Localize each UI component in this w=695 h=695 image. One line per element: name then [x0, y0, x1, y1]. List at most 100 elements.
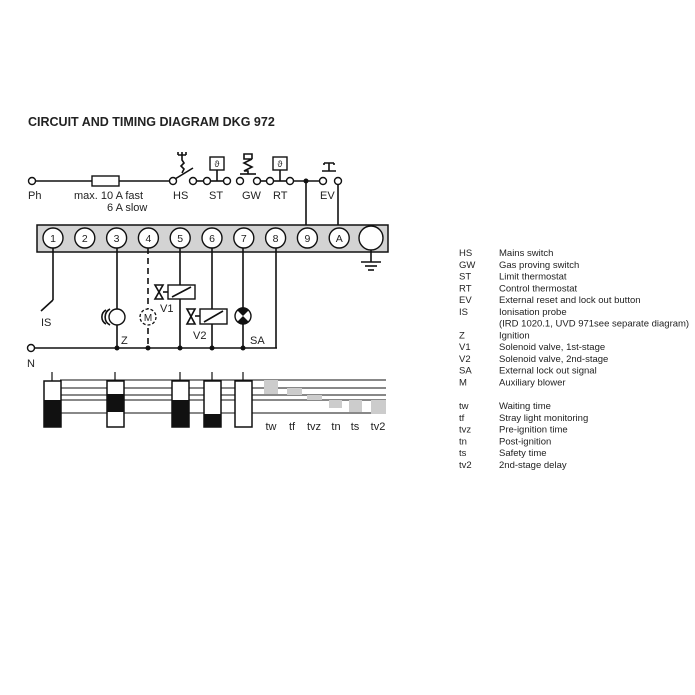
terminal-5: 5: [169, 227, 191, 249]
terminal-8: 8: [264, 227, 287, 249]
legend-desc: Auxiliary blower: [499, 377, 566, 388]
timing-label-tn: tn: [331, 421, 340, 433]
terminal-label: 8: [273, 233, 279, 245]
legend-abbr: RT: [459, 283, 472, 294]
legend-abbr: GW: [459, 260, 475, 271]
terminal-label: 2: [82, 233, 88, 245]
label-rt: RT: [273, 190, 288, 202]
legend-desc: External reset and lock out button: [499, 295, 641, 306]
label-v1: V1: [160, 303, 173, 315]
legend-abbr: ST: [459, 272, 471, 283]
legend-abbr: tvz: [459, 425, 471, 436]
legend-desc: Safety time: [499, 448, 547, 459]
terminal-earth: [358, 225, 384, 251]
terminal-9: 9: [296, 227, 319, 249]
legend-abbr: ts: [459, 448, 467, 459]
legend-abbr: V1: [459, 342, 471, 353]
terminal-7: 7: [233, 227, 255, 249]
legend-desc: Waiting time: [499, 401, 551, 412]
legend-abbr: EV: [459, 295, 472, 306]
solenoid-valve-2-symbol: [185, 308, 228, 325]
load-circuit: M: [26, 248, 277, 353]
legend-abbr: Z: [459, 330, 465, 341]
label-n: N: [27, 358, 35, 370]
label-gw: GW: [242, 190, 262, 202]
label-is: IS: [41, 317, 51, 329]
label-z: Z: [121, 335, 128, 347]
terminal-3: 3: [105, 227, 128, 249]
timing-bar-5: [171, 380, 190, 428]
terminal-label: 3: [114, 233, 120, 245]
legend-desc: Control thermostat: [499, 283, 578, 294]
label-fuse-fast: max. 10 A fast: [74, 190, 143, 202]
label-ph: Ph: [28, 190, 41, 202]
diagram-title: CIRCUIT AND TIMING DIAGRAM DKG 972: [28, 115, 275, 129]
terminal-label: 4: [145, 233, 151, 245]
terminal-6: 6: [201, 227, 223, 249]
mains-switch-symbol: [174, 167, 194, 180]
terminal-label: 9: [304, 233, 310, 245]
legend-desc: Solenoid valve, 1st-stage: [499, 342, 605, 353]
legend-abbr: HS: [459, 248, 472, 259]
svg-text:ϑ: ϑ: [278, 159, 283, 169]
terminal-label: 6: [209, 233, 215, 245]
svg-text:M: M: [144, 313, 152, 324]
timing-label-tvz: tvz: [307, 421, 321, 433]
terminal-label: 5: [177, 233, 183, 245]
legend-desc: Mains switch: [499, 248, 553, 259]
terminal-4: 4: [137, 227, 160, 249]
legend-abbr: V2: [459, 354, 471, 365]
reset-button-symbol: [322, 162, 336, 172]
timing-bar-1: [43, 380, 62, 428]
legend-abbr: IS: [459, 307, 468, 318]
terminal-label: 1: [50, 233, 56, 245]
label-fuse-slow: 6 A slow: [107, 202, 147, 214]
terminal-1: 1: [42, 227, 64, 249]
legend-desc: Ionisation probe: [499, 307, 567, 318]
ground-icon: [361, 250, 381, 271]
legend-desc: Pre-ignition time: [499, 425, 568, 436]
legend-abbr: SA: [459, 366, 472, 377]
legend-desc: 2nd-stage delay: [499, 460, 567, 471]
timing-bar-7: [234, 380, 253, 428]
timing-label-tf: tf: [289, 421, 296, 433]
label-v2: V2: [193, 330, 206, 342]
blower-motor-symbol: [139, 308, 157, 326]
legend-desc: Solenoid valve, 2nd-stage: [499, 354, 608, 365]
label-ev: EV: [320, 190, 335, 202]
legend-abbr: tv2: [459, 460, 472, 471]
timing-bar-3: [106, 380, 125, 428]
terminal-2: 2: [74, 227, 96, 249]
timing-label-ts: ts: [351, 421, 360, 433]
legend-abbr: tn: [459, 436, 467, 447]
legend-abbr: M: [459, 377, 467, 388]
label-st: ST: [209, 190, 223, 202]
legend-desc: Gas proving switch: [499, 260, 579, 271]
legend-abbr: tf: [459, 413, 465, 424]
terminal-label: 7: [241, 233, 247, 245]
timing-bar-6: [203, 380, 222, 428]
lockout-lamp-symbol: [234, 307, 252, 325]
timing-intervals: [264, 380, 386, 414]
fuse-symbol: [91, 175, 120, 187]
timing-label-tw: tw: [266, 421, 277, 433]
svg-text:ϑ: ϑ: [215, 159, 220, 169]
label-sa: SA: [250, 335, 265, 347]
legend-desc: Stray light monitoring: [499, 413, 588, 424]
supply-line: ϑ ϑ: [27, 152, 343, 228]
terminal-label: A: [336, 233, 343, 245]
timing-diagram: [43, 372, 386, 428]
legend-abbr: tw: [459, 401, 469, 412]
legend-desc: Post-ignition: [499, 436, 551, 447]
solenoid-valve-1-symbol: [153, 284, 196, 300]
ignition-symbol: [101, 308, 126, 326]
legend-desc: Limit thermostat: [499, 272, 567, 283]
legend-desc: External lock out signal: [499, 366, 597, 377]
legend-desc: Ignition: [499, 330, 530, 341]
legend-desc: (IRD 1020.1, UVD 971see separate diagram…: [499, 319, 689, 330]
terminal-A: A: [328, 227, 350, 249]
ionisation-probe-symbol: [40, 299, 54, 312]
timing-label-tv2: tv2: [371, 421, 386, 433]
